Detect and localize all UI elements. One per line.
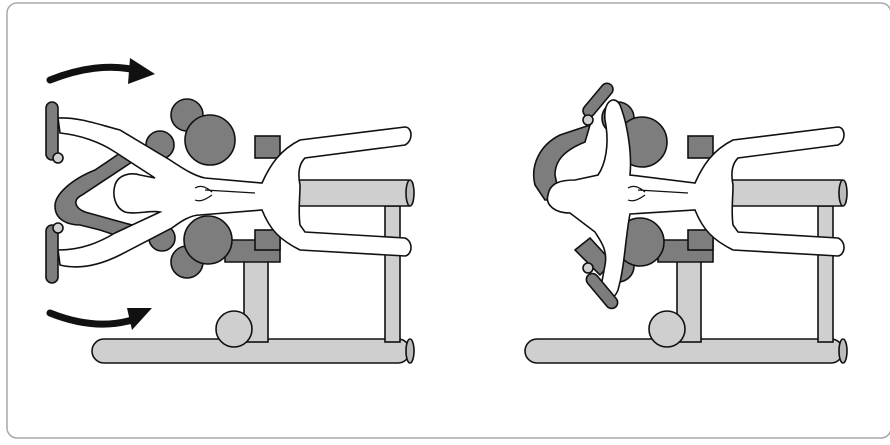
illustration-canvas: [0, 0, 890, 445]
exercise-illustration: [0, 0, 890, 445]
